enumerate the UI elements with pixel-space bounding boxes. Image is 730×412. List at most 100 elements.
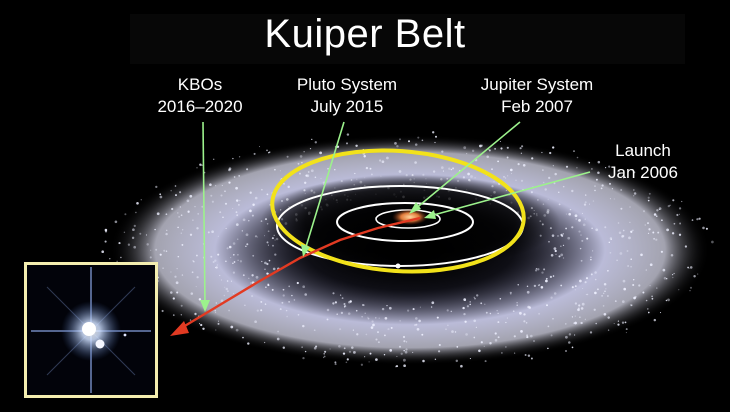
- belt-particle: [603, 292, 605, 294]
- belt-particle: [445, 328, 447, 330]
- belt-particle: [578, 230, 581, 233]
- belt-particle: [446, 309, 449, 312]
- belt-particle: [585, 293, 588, 296]
- belt-particle: [232, 157, 234, 160]
- belt-particle: [116, 260, 118, 262]
- belt-particle: [602, 305, 605, 307]
- belt-particle: [216, 264, 218, 266]
- belt-particle: [101, 250, 105, 254]
- belt-particle: [581, 212, 583, 214]
- belt-particle: [150, 249, 152, 251]
- belt-particle: [471, 149, 475, 153]
- belt-particle: [594, 278, 597, 281]
- belt-particle: [590, 256, 592, 259]
- belt-particle: [601, 184, 604, 187]
- belt-particle: [544, 188, 547, 191]
- belt-particle: [547, 347, 549, 350]
- belt-particle: [384, 316, 388, 320]
- belt-particle: [252, 203, 255, 206]
- belt-particle: [552, 275, 555, 277]
- belt-particle: [571, 226, 574, 229]
- belt-particle: [579, 247, 582, 250]
- belt-particle: [609, 237, 613, 240]
- belt-particle: [447, 324, 449, 326]
- belt-particle: [526, 336, 529, 339]
- belt-particle: [574, 285, 577, 288]
- belt-particle: [430, 306, 433, 308]
- belt-particle: [334, 361, 337, 364]
- belt-particle: [504, 177, 507, 179]
- belt-particle: [175, 281, 179, 285]
- belt-particle: [302, 324, 305, 328]
- belt-particle: [535, 268, 538, 270]
- launch-pointer-line: [429, 171, 591, 217]
- belt-particle: [242, 218, 246, 222]
- belt-particle: [238, 156, 241, 158]
- belt-particle: [586, 237, 589, 240]
- belt-particle: [343, 306, 346, 308]
- belt-particle: [293, 299, 296, 301]
- belt-particle: [180, 214, 183, 217]
- belt-particle: [346, 133, 350, 136]
- belt-particle: [404, 350, 408, 354]
- belt-particle: [628, 236, 631, 240]
- belt-particle: [640, 253, 643, 257]
- belt-particle: [705, 227, 708, 230]
- belt-particle: [560, 253, 564, 257]
- belt-particle: [223, 294, 226, 297]
- page-title: Kuiper Belt: [264, 12, 466, 56]
- belt-particle: [578, 307, 580, 310]
- belt-particle: [215, 312, 217, 313]
- belt-particle: [237, 259, 239, 262]
- belt-particle: [286, 155, 289, 158]
- belt-particle: [594, 291, 597, 295]
- belt-particle: [473, 336, 476, 339]
- belt-particle: [418, 319, 421, 323]
- belt-particle: [249, 209, 252, 213]
- belt-particle: [217, 253, 220, 256]
- belt-particle: [646, 308, 649, 310]
- belt-particle: [513, 352, 516, 354]
- belt-particle: [195, 254, 198, 257]
- belt-particle: [226, 280, 229, 282]
- belt-particle: [509, 168, 513, 172]
- belt-particle: [219, 211, 222, 214]
- belt-particle: [678, 207, 682, 210]
- belt-particle: [691, 219, 694, 221]
- belt-particle: [161, 309, 164, 313]
- belt-particle: [515, 179, 517, 181]
- belt-particle: [226, 247, 229, 250]
- belt-particle: [221, 184, 223, 187]
- belt-particle: [266, 149, 268, 152]
- belt-particle: [552, 146, 555, 149]
- belt-particle: [580, 259, 583, 262]
- belt-particle: [541, 271, 544, 274]
- belt-particle: [531, 157, 534, 160]
- belt-particle: [653, 318, 657, 322]
- belt-particle: [633, 296, 636, 300]
- belt-particle: [565, 213, 567, 215]
- belt-particle: [306, 174, 310, 178]
- belt-particle: [362, 304, 364, 306]
- belt-particle: [503, 175, 505, 178]
- kbos-label-line1: KBOs: [177, 75, 223, 94]
- belt-particle: [180, 314, 182, 316]
- belt-particle: [236, 253, 239, 256]
- belt-particle: [450, 168, 453, 171]
- belt-particle: [339, 294, 342, 296]
- belt-particle: [571, 286, 574, 289]
- belt-particle: [499, 140, 501, 143]
- belt-particle: [254, 235, 258, 238]
- belt-particle: [346, 358, 349, 361]
- belt-particle: [291, 294, 293, 297]
- belt-particle: [285, 309, 288, 312]
- belt-particle: [469, 303, 471, 306]
- belt-particle: [558, 203, 561, 206]
- belt-particle: [583, 203, 587, 206]
- belt-particle: [466, 305, 470, 308]
- belt-particle: [248, 277, 250, 279]
- belt-particle: [571, 189, 574, 193]
- belt-particle: [573, 150, 575, 152]
- belt-particle: [605, 167, 607, 169]
- belt-particle: [388, 306, 392, 310]
